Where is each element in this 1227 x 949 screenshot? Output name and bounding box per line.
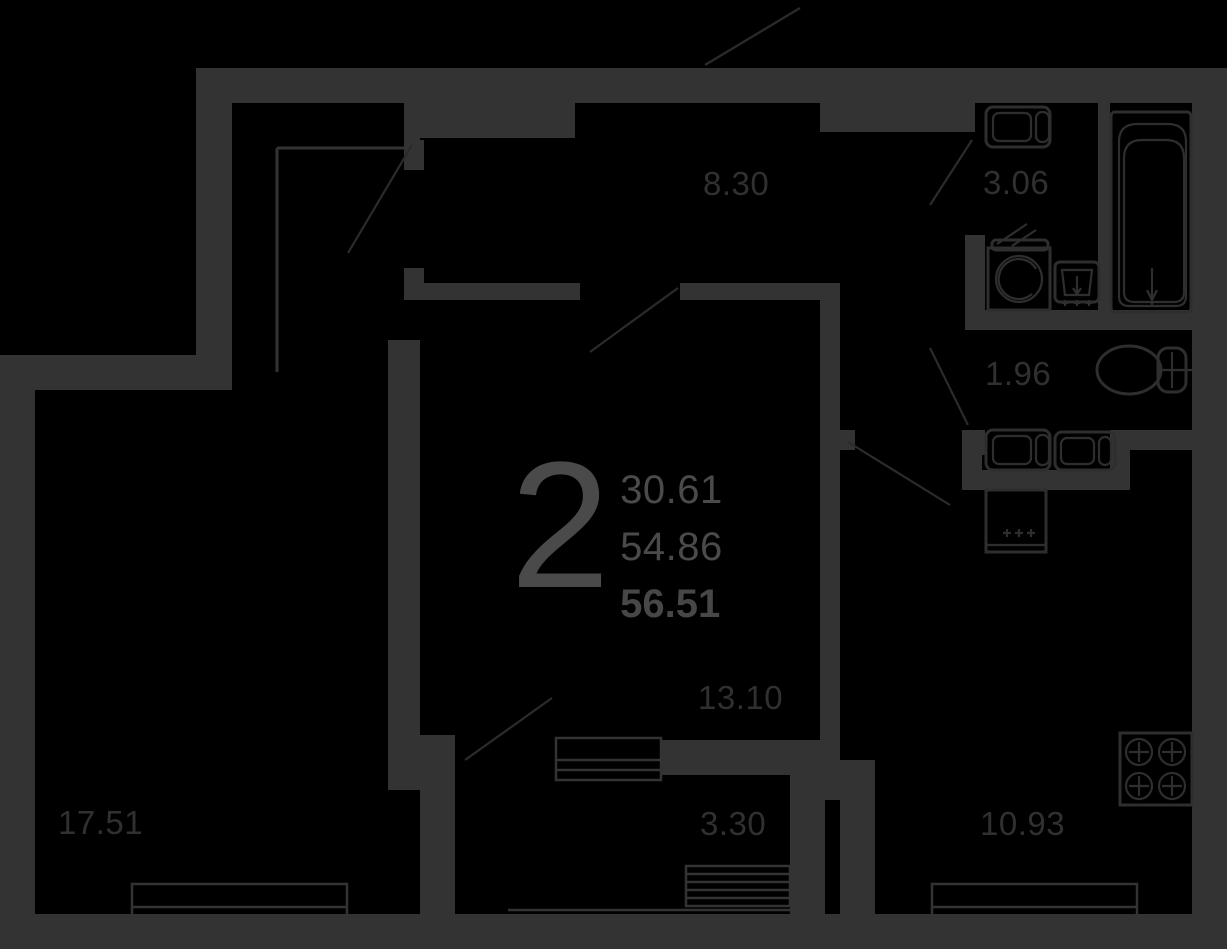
- area-without-balcony-value: 54.86: [620, 524, 723, 569]
- area-label-hallway: 8.30: [703, 165, 770, 202]
- entry-door-swing: [275, 146, 404, 372]
- windows-group: [130, 736, 1139, 932]
- area-label-wc: 1.96: [985, 355, 1052, 392]
- leader-line-wc-door: [929, 347, 969, 426]
- plan-summary: 2 30.61 54.86 56.51: [510, 425, 723, 632]
- area-label-kitchen: 10.93: [980, 805, 1066, 842]
- window-balcony: [508, 908, 790, 928]
- window-bedroom-left: [130, 882, 349, 932]
- summary-areas: 30.61 54.86 56.51: [620, 452, 723, 632]
- living-area-value: 30.61: [620, 468, 723, 512]
- area-label-living-room: 13.10: [698, 679, 784, 716]
- leader-line-kitchen-door: [847, 441, 951, 506]
- fixtures-group: [984, 105, 1194, 807]
- kitchen-sink-icon: [984, 428, 1117, 472]
- area-label-balcony: 3.30: [700, 805, 767, 842]
- total-area-value: 56.51: [620, 581, 721, 626]
- stove-icon: [1118, 731, 1194, 807]
- leader-lines-group: [347, 7, 973, 761]
- area-label-bathroom: 3.06: [983, 164, 1050, 201]
- toilet-icon: [1095, 344, 1192, 396]
- bathroom-sink-icon: [1053, 260, 1101, 306]
- washing-machine-icon: [986, 223, 1052, 312]
- balcony-railing: [684, 864, 792, 908]
- bathtub-icon: [1109, 110, 1193, 314]
- leader-line-living-door: [589, 287, 679, 353]
- area-label-bedroom-left: 17.51: [58, 804, 144, 841]
- window-kitchen: [930, 882, 1139, 932]
- window-living-room: [554, 736, 663, 782]
- walls-group: [0, 68, 1227, 949]
- leader-line-bath-door: [929, 139, 973, 206]
- leader-line-entry-door: [347, 144, 413, 254]
- bathroom-basin-top-icon: [984, 105, 1052, 149]
- leader-line-entry-top: [704, 7, 801, 66]
- kitchen-counter-icon: [984, 488, 1048, 554]
- rooms-count: 2: [510, 425, 611, 626]
- leader-line-bedroom-door: [464, 697, 553, 761]
